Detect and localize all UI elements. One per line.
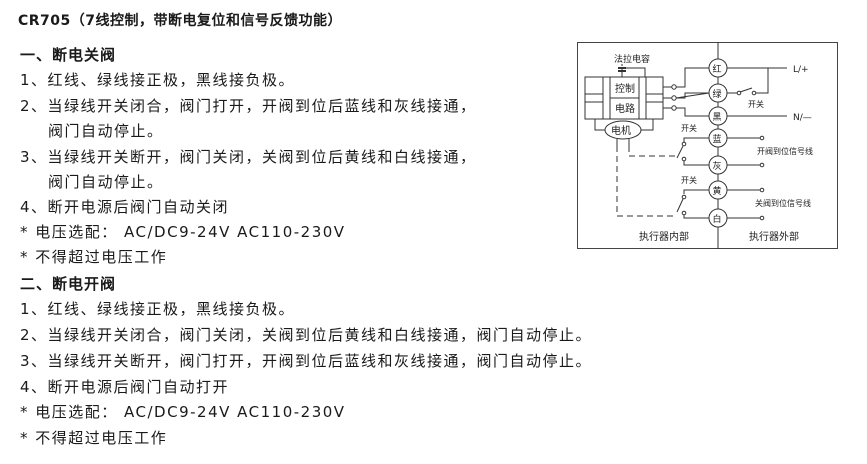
wire-yellow: 黄	[708, 180, 728, 200]
wire-black: 黑	[708, 106, 728, 126]
limit-switch-2-label: 开关	[681, 175, 697, 185]
wiring-diagram: 法拉电容 控制 电路	[577, 42, 838, 249]
svg-text:蓝: 蓝	[713, 133, 722, 145]
section2-voltage-note: * 电压选配： AC/DC9-24V AC110-230V	[20, 403, 346, 421]
section1-line-4: 4、断开电源后阀门自动关闭	[20, 198, 230, 216]
section2-heading: 二、断电开阀	[20, 275, 117, 293]
wire-blue: 蓝	[708, 128, 728, 148]
wire-green: 绿	[708, 83, 728, 103]
close-signal-label: 关阀到位信号线	[755, 198, 811, 208]
document-title: CR705（7线控制，带断电复位和信号反馈功能）	[18, 13, 343, 29]
section1-line-3-cont: 阀门自动停止。	[48, 173, 164, 191]
svg-text:黑: 黑	[713, 112, 722, 123]
outside-label: 执行器外部	[749, 230, 799, 243]
section2-line-2: 2、当绿线开关闭合，阀门关闭，关阀到位后黄线和白线接通，阀门自动停止。	[20, 326, 593, 344]
motor-label: 电机	[611, 124, 631, 137]
svg-text:电路: 电路	[615, 102, 635, 115]
section2-line-3: 3、当绿线开关断开，阀门打开，开阀到位后蓝线和灰线接通，阀门自动停止。	[20, 352, 593, 370]
control-label: 控制	[615, 82, 635, 95]
svg-text:黄: 黄	[713, 185, 722, 197]
wire-white: 白	[708, 208, 728, 228]
n-minus-label: N/—	[793, 113, 812, 123]
svg-text:绿: 绿	[713, 88, 722, 100]
section1-line-2: 2、当绿线开关闭合，阀门打开，开阀到位后蓝线和灰线接通，	[20, 97, 477, 115]
limit-switch-1-label: 开关	[681, 123, 697, 133]
svg-text:红: 红	[713, 63, 722, 75]
section1-voltage-note: * 电压选配： AC/DC9-24V AC110-230V	[20, 223, 346, 241]
section1-line-3: 3、当绿线开关断开，阀门关闭，关阀到位后黄线和白线接通，	[20, 148, 477, 166]
wire-red: 红	[708, 58, 728, 78]
section1-warning-note: * 不得超过电压工作	[20, 248, 168, 266]
svg-text:白: 白	[713, 213, 722, 225]
capacitor-label: 法拉电容	[614, 53, 650, 65]
section1-line-1: 1、红线、绿线接正极，黑线接负极。	[20, 71, 296, 89]
svg-text:灰: 灰	[713, 160, 722, 172]
section1-line-2-cont: 阀门自动停止。	[48, 122, 164, 140]
inside-label: 执行器内部	[639, 230, 689, 243]
section1-heading: 一、断电关阀	[20, 46, 117, 64]
l-plus-label: L/+	[793, 65, 809, 75]
section2-line-1: 1、红线、绿线接正极，黑线接负极。	[20, 300, 296, 318]
diagram-frame	[577, 42, 838, 249]
wire-gray: 灰	[708, 155, 728, 175]
section2-warning-note: * 不得超过电压工作	[20, 429, 168, 447]
open-signal-label: 开阀到位信号线	[757, 146, 813, 156]
power-switch-label: 开关	[748, 99, 764, 109]
section2-line-4: 4、断开电源后阀门自动打开	[20, 378, 230, 396]
